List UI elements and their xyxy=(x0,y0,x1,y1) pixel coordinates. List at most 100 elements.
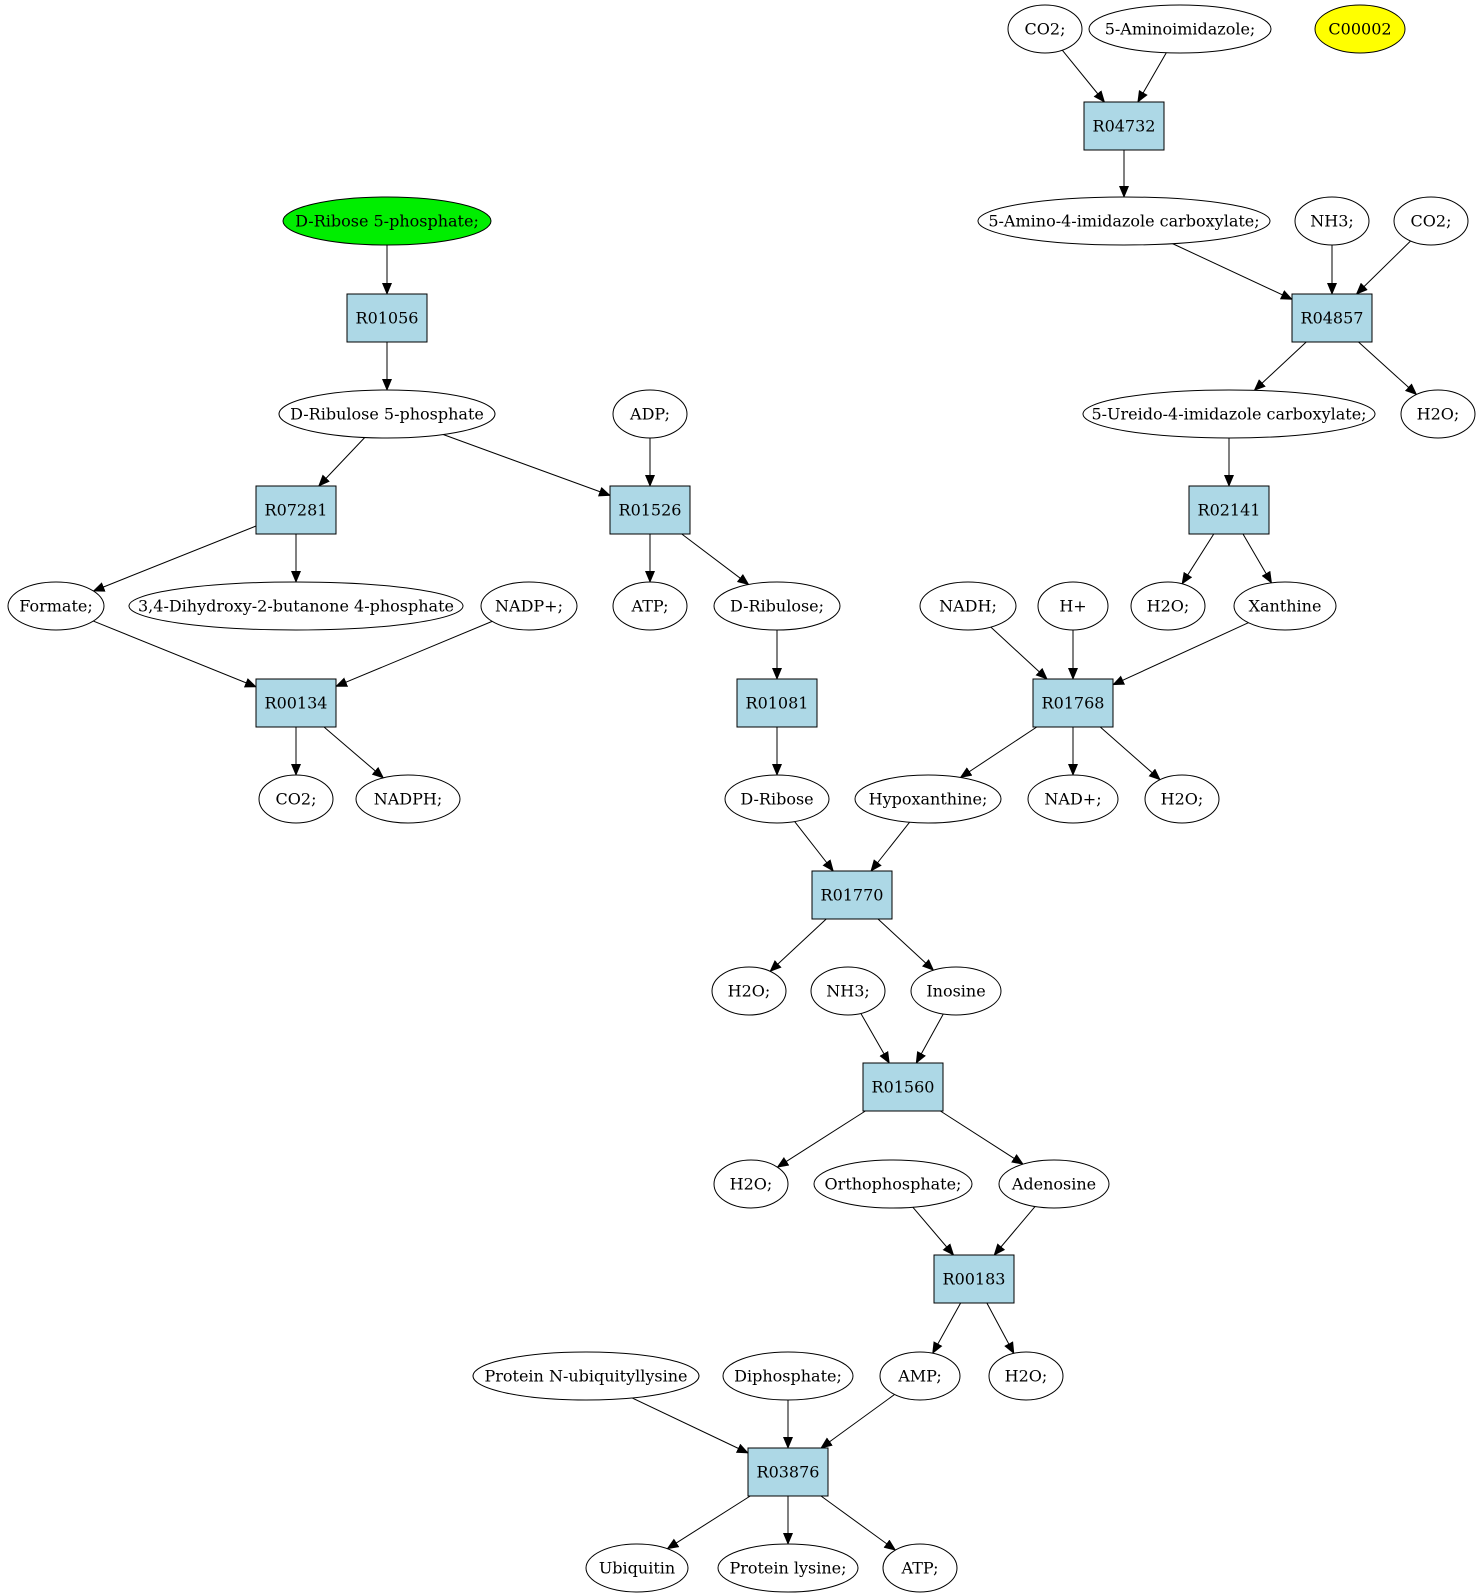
compound-node-h2o_r01560: H2O; xyxy=(713,1159,789,1209)
edge-amino_carbox-to-r04857 xyxy=(1172,243,1293,300)
reaction-box xyxy=(1188,485,1270,535)
compound-ellipse xyxy=(258,774,334,824)
reaction-box xyxy=(609,485,691,535)
node-label: ATP; xyxy=(901,1559,939,1578)
compound-node-amino_carbox: 5-Amino-4-imidazole carboxylate; xyxy=(977,196,1271,246)
node-label: H2O; xyxy=(1417,405,1460,424)
reaction-box xyxy=(1083,101,1165,151)
compound-ellipse xyxy=(1233,581,1337,631)
node-label: Orthophosphate; xyxy=(825,1175,962,1194)
compound-node-h2o_r00183: H2O; xyxy=(988,1351,1064,1401)
edge-r04857-to-ureido xyxy=(1253,341,1307,392)
compound-node-co2_r00134: CO2; xyxy=(258,774,334,824)
compound-ellipse xyxy=(355,774,461,824)
compound-ellipse xyxy=(1393,196,1469,246)
node-label: H+ xyxy=(1059,597,1086,616)
node-label: R01081 xyxy=(746,694,809,713)
node-label: D-Ribulose 5-phosphate xyxy=(290,405,484,424)
reaction-node-r01056: R01056 xyxy=(346,293,428,343)
node-label: Hypoxanthine; xyxy=(869,790,988,809)
node-label: NAD+; xyxy=(1044,790,1101,809)
node-label: R02141 xyxy=(1198,501,1261,520)
edge-r00134-to-nadph xyxy=(323,726,385,779)
node-label: CO2; xyxy=(1411,212,1452,231)
edge-r00183-to-h2o_r00183 xyxy=(986,1302,1015,1355)
node-label: Ubiquitin xyxy=(599,1559,675,1578)
node-label: R07281 xyxy=(265,501,328,520)
edge-co2_r2-to-r04857 xyxy=(1355,240,1411,295)
reaction-node-r00183: R00183 xyxy=(933,1254,1015,1304)
edge-r04857-to-h2o_r04857 xyxy=(1358,341,1418,396)
edge-xanthine-to-r01768 xyxy=(1112,622,1249,686)
node-label: H2O; xyxy=(730,1175,773,1194)
compound-ellipse xyxy=(713,581,841,631)
reaction-box xyxy=(346,293,428,343)
edge-nadh-to-r01768 xyxy=(990,626,1048,680)
compound-ellipse xyxy=(854,774,1002,824)
node-label: 5-Ureido-4-imidazole carboxylate; xyxy=(1091,405,1366,424)
node-label: Protein N-ubiquityllysine xyxy=(484,1367,687,1386)
node-label: Diphosphate; xyxy=(734,1367,842,1386)
compound-ellipse xyxy=(810,966,886,1016)
edge-hypoxanthine-to-r01770 xyxy=(870,821,911,872)
compound-node-adenosine: Adenosine xyxy=(998,1159,1110,1209)
edge-r01768-to-hypoxanthine xyxy=(959,726,1038,779)
compound-node-dribose: D-Ribose xyxy=(724,774,830,824)
reaction-box xyxy=(747,1447,829,1497)
node-label: D-Ribose 5-phosphate; xyxy=(295,212,479,231)
reaction-box xyxy=(1032,678,1114,728)
compound-node-atp_r01526: ATP; xyxy=(612,581,688,631)
reaction-box xyxy=(933,1254,1015,1304)
edge-r03876-to-ubiquitin xyxy=(666,1495,751,1550)
edge-r07281-to-formate xyxy=(92,525,257,592)
compound-ellipse xyxy=(278,389,496,439)
compound-node-formate: Formate; xyxy=(7,581,105,631)
node-label: 3,4-Dihydroxy-2-butanone 4-phosphate xyxy=(138,597,454,616)
node-label: NH3; xyxy=(826,982,870,1001)
compound-ellipse xyxy=(879,1351,961,1401)
edge-dribose-to-r01770 xyxy=(794,821,834,872)
reaction-node-r01768: R01768 xyxy=(1032,678,1114,728)
compound-node-hypoxanthine: Hypoxanthine; xyxy=(854,774,1002,824)
edge-r01770-to-h2o_r01770 xyxy=(769,918,827,972)
node-label: Formate; xyxy=(19,597,93,616)
compound-node-atp_bottom: ATP; xyxy=(882,1543,958,1593)
node-label: Protein lysine; xyxy=(729,1559,846,1578)
node-label: D-Ribulose; xyxy=(730,597,824,616)
reaction-node-r07281: R07281 xyxy=(255,485,337,535)
compound-ellipse xyxy=(1027,774,1119,824)
compound-node-diphosphate: Diphosphate; xyxy=(722,1351,854,1401)
edge-amp-to-r03876 xyxy=(820,1394,895,1449)
compound-node-nh3_top: NH3; xyxy=(1294,196,1370,246)
compound-node-nadp: NADP+; xyxy=(480,581,578,631)
edge-r01526-to-dribulose xyxy=(681,533,750,586)
compound-ellipse xyxy=(977,196,1271,246)
compound-ellipse xyxy=(612,389,688,439)
edge-r02141-to-h2o_r02141 xyxy=(1181,533,1215,585)
reaction-box xyxy=(811,870,893,920)
compound-node-xanthine: Xanthine xyxy=(1233,581,1337,631)
node-label: R04732 xyxy=(1093,117,1156,136)
node-label: Adenosine xyxy=(1011,1175,1096,1194)
compound-ellipse xyxy=(1088,4,1272,54)
compound-ellipse xyxy=(480,581,578,631)
edge-r01560-to-h2o_r01560 xyxy=(776,1110,866,1168)
reaction-node-r00134: R00134 xyxy=(255,678,337,728)
compound-ellipse xyxy=(282,196,492,246)
compound-ellipse xyxy=(711,966,787,1016)
compound-ellipse xyxy=(998,1159,1110,1209)
target-compound-node-c00002: C00002 xyxy=(1314,4,1406,54)
compound-node-co2_top: CO2; xyxy=(1007,4,1083,54)
compound-node-co2_r2: CO2; xyxy=(1393,196,1469,246)
compound-node-aminoimidazole: 5-Aminoimidazole; xyxy=(1088,4,1272,54)
node-label: R01526 xyxy=(619,501,682,520)
compound-node-adp: ADP; xyxy=(612,389,688,439)
reaction-node-r01526: R01526 xyxy=(609,485,691,535)
compound-node-nadph: NADPH; xyxy=(355,774,461,824)
node-label: D-Ribose xyxy=(740,790,813,809)
compound-ellipse xyxy=(882,1543,958,1593)
compound-ellipse xyxy=(1144,774,1220,824)
compound-ellipse xyxy=(612,581,688,631)
edge-co2_top-to-r04732 xyxy=(1061,49,1106,103)
compound-ellipse xyxy=(1400,389,1476,439)
